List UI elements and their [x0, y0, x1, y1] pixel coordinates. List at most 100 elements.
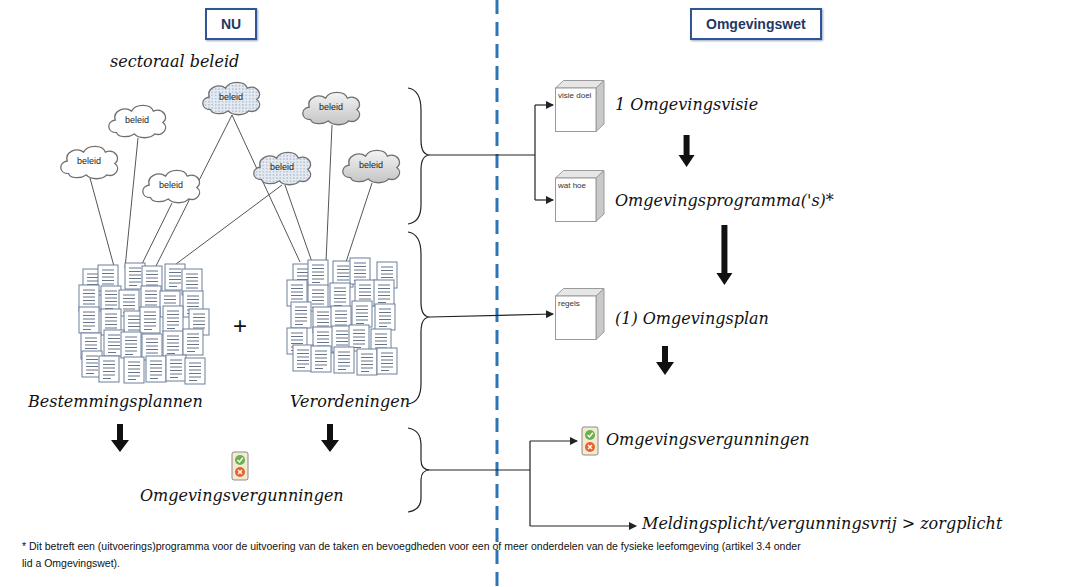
- page-line: [87, 281, 99, 282]
- page-line: [193, 321, 205, 322]
- page-line: [103, 371, 115, 372]
- page-line: [317, 312, 329, 313]
- document-page: [183, 329, 203, 355]
- document-page: [185, 358, 205, 384]
- document-page: [293, 345, 313, 371]
- down-arrow: [321, 424, 339, 452]
- page-line: [129, 285, 137, 286]
- cube-shape: [555, 170, 605, 222]
- down-arrow: [656, 346, 674, 375]
- permit-icon: [232, 452, 248, 480]
- brackets: [408, 88, 430, 512]
- page-line: [361, 371, 369, 372]
- document-page: [291, 302, 311, 328]
- page-outline: [124, 357, 144, 383]
- page-line: [297, 276, 309, 277]
- page-line: [103, 375, 115, 376]
- page-line: [187, 306, 199, 307]
- policy-line: [285, 185, 312, 262]
- page-line: [189, 363, 201, 364]
- page-line: [361, 361, 373, 362]
- page-line: [356, 320, 368, 321]
- bracket: [408, 88, 430, 224]
- policy-cloud: beleid: [197, 78, 265, 116]
- page-line: [102, 270, 114, 271]
- page-line: [338, 362, 350, 363]
- document-page: [377, 348, 397, 374]
- page-line: [378, 299, 390, 300]
- page-line: [356, 306, 368, 307]
- page-line: [150, 371, 162, 372]
- page-line: [128, 376, 140, 377]
- page-line: [315, 358, 327, 359]
- instrument-label: (1) Omgevingsplan: [615, 309, 769, 328]
- page-line: [123, 305, 135, 306]
- page-line: [105, 317, 117, 318]
- page-line: [108, 349, 120, 350]
- page-line: [187, 351, 195, 352]
- page-line: [317, 342, 329, 343]
- page-line: [354, 277, 366, 278]
- policy-cloud: beleid: [55, 142, 123, 180]
- page-line: [381, 270, 393, 271]
- page-line: [297, 367, 305, 368]
- page-line: [337, 266, 349, 267]
- page-outline: [357, 349, 377, 375]
- page-line: [150, 378, 158, 379]
- page-outline: [291, 302, 311, 328]
- page-line: [167, 328, 175, 329]
- page-line: [170, 363, 182, 364]
- document-page: [357, 349, 377, 375]
- page-line: [381, 267, 393, 268]
- page-line: [337, 269, 349, 270]
- page-line: [167, 311, 179, 312]
- page-line: [312, 272, 324, 273]
- page-outline: [330, 283, 350, 309]
- page-line: [164, 299, 176, 300]
- page-line: [145, 305, 157, 306]
- page-line: [108, 345, 120, 346]
- page-line: [83, 319, 95, 320]
- page-line: [169, 269, 181, 270]
- page-line: [336, 331, 348, 332]
- page-line: [83, 329, 91, 330]
- header-text: Omgevingswet: [706, 16, 806, 32]
- policy-cloud: beleid: [297, 88, 365, 126]
- column-label: Verordeningen: [290, 392, 410, 411]
- page-line: [86, 366, 98, 367]
- page-line: [108, 342, 120, 343]
- page-line: [186, 284, 198, 285]
- document-stacks: [79, 258, 397, 384]
- policy-line: [140, 203, 172, 268]
- page-outline: [352, 301, 372, 327]
- cube-text: regels: [558, 299, 592, 309]
- cube-box: regels: [555, 288, 605, 340]
- document-page: [334, 347, 354, 373]
- document-page: [352, 301, 372, 327]
- page-line: [187, 334, 199, 335]
- page-line: [128, 379, 136, 380]
- page-line: [108, 352, 116, 353]
- page-line: [315, 361, 327, 362]
- cloud-text: beleid: [197, 78, 265, 116]
- page-line: [338, 352, 350, 353]
- page-line: [102, 273, 114, 274]
- document-page: [121, 332, 141, 358]
- page-line: [146, 274, 158, 275]
- page-line: [312, 304, 324, 305]
- page-outline: [163, 331, 183, 357]
- page-line: [167, 350, 179, 351]
- page-line: [291, 343, 303, 344]
- page-line: [338, 355, 350, 356]
- page-line: [128, 365, 140, 366]
- header-box: NU: [205, 8, 257, 40]
- page-line: [85, 338, 97, 339]
- page-line: [125, 340, 137, 341]
- page-outline: [185, 358, 205, 384]
- page-line: [312, 279, 324, 280]
- page-line: [312, 268, 324, 269]
- page-line: [353, 340, 365, 341]
- page-line: [337, 276, 349, 277]
- policy-line: [90, 178, 115, 270]
- connector-line: [430, 441, 530, 526]
